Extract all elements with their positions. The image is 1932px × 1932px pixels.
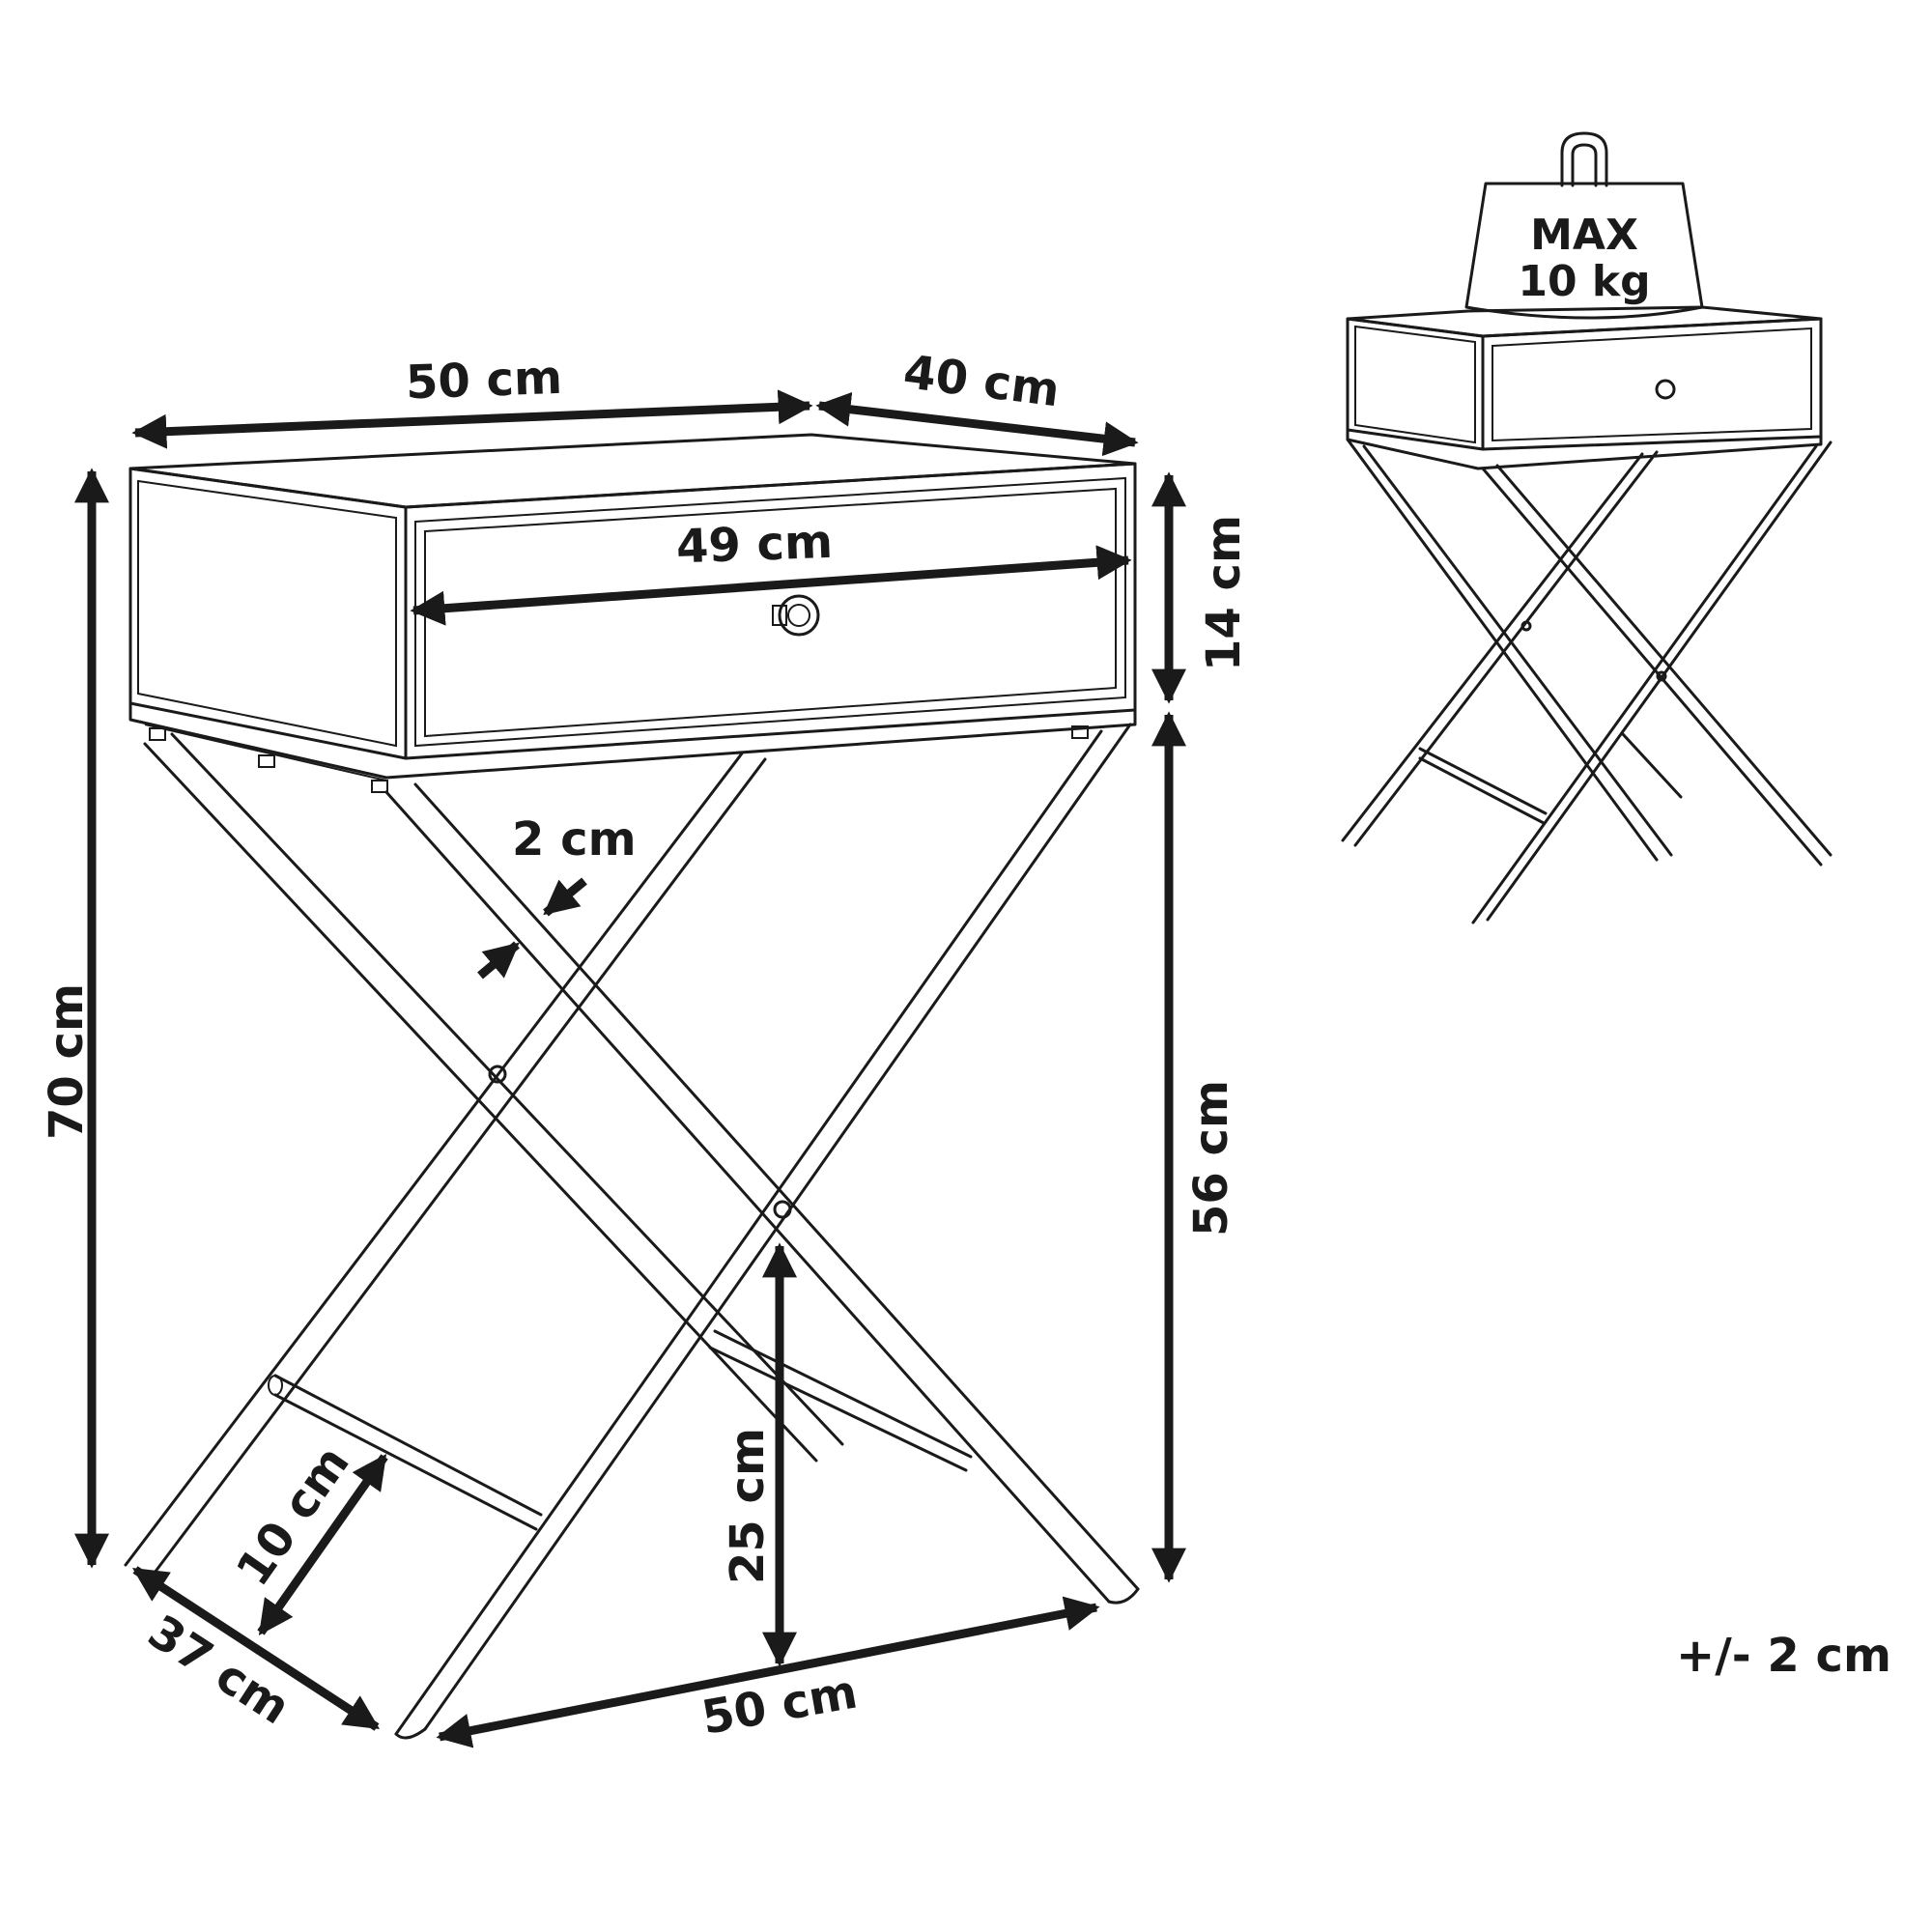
label-tolerance: +/- 2 cm <box>1676 1629 1891 1683</box>
load-capacity-illustration: MAX 10 kg <box>1341 131 1833 924</box>
arrow-drawer-width <box>410 545 1132 626</box>
pivot-left <box>488 1065 507 1084</box>
label-drawer-height: 14 cm <box>1197 515 1251 671</box>
arrow-base-depth <box>131 1566 381 1731</box>
dimension-labels: 50 cm 40 cm 49 cm 14 cm 70 cm 56 cm 25 c… <box>40 345 1891 1746</box>
label-leg-thickness: 2 cm <box>512 812 637 867</box>
label-top-depth: 40 cm <box>900 345 1063 417</box>
label-total-height: 70 cm <box>40 983 94 1140</box>
drawer-knob-icon <box>772 594 820 637</box>
crossbar-left <box>268 1374 543 1531</box>
max-load-weight-icon: MAX 10 kg <box>1464 131 1704 320</box>
label-crossbar-height: 25 cm <box>721 1428 775 1584</box>
leg-front-right <box>384 782 1140 1604</box>
underside-frame <box>128 701 1137 780</box>
arrow-leg-thickness-b <box>477 941 520 980</box>
leg-back-right <box>143 732 844 1463</box>
arrow-leg-thickness-a <box>543 877 587 917</box>
label-leg-height: 56 cm <box>1184 1080 1238 1236</box>
front-panel <box>404 462 1137 760</box>
pivot-center <box>773 1200 792 1219</box>
max-weight-label: 10 kg <box>1518 257 1650 306</box>
arrow-top-width <box>131 389 813 449</box>
label-top-width: 50 cm <box>405 351 563 411</box>
main-table-drawing <box>124 433 1140 1740</box>
leg-back-left <box>124 752 767 1575</box>
arrow-base-width <box>436 1596 1100 1748</box>
leg-front-left <box>394 723 1140 1740</box>
small-drawer-knob-icon <box>1655 379 1676 400</box>
crossbar-right <box>708 1329 973 1472</box>
drawer-face <box>414 476 1126 748</box>
left-side-panel <box>128 467 408 760</box>
max-label: MAX <box>1530 211 1638 260</box>
dimension-lines <box>74 389 1186 1748</box>
label-drawer-width: 49 cm <box>675 515 834 575</box>
arrow-top-depth <box>815 391 1139 457</box>
